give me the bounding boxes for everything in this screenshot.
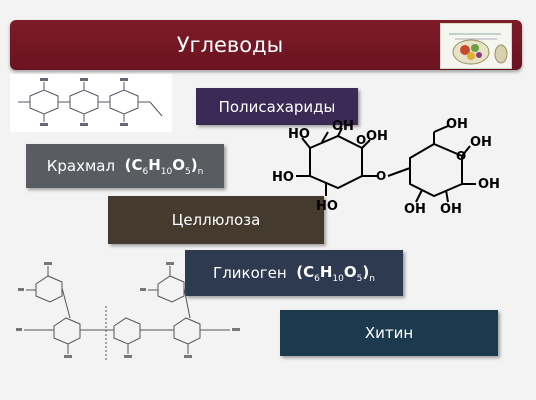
starch-label: Крахмал — [46, 157, 116, 175]
starch-box: Крахмал (C6H10O5)n — [26, 144, 224, 188]
food-plate-icon — [449, 33, 508, 65]
label-oh-7: OH — [404, 202, 426, 214]
label-oh-2: OH — [366, 129, 388, 144]
bridge-oxygen: O — [376, 169, 386, 183]
label-ho-3: HO — [316, 199, 338, 214]
polysaccharides-label: Полисахариды — [218, 97, 336, 116]
starch-formula: (C6H10O5)n — [124, 155, 204, 177]
glycogen-box: Гликоген (C6H10O5)n — [185, 250, 403, 296]
branched-polysaccharide-structure — [16, 262, 240, 360]
chitin-box: Хитин — [280, 310, 498, 356]
cellulose-label: Целлюлоза — [171, 211, 261, 229]
glycogen-label: Гликоген — [213, 264, 287, 282]
glycogen-formula: (C6H10O5)n — [296, 262, 375, 284]
label-oh-5: OH — [478, 177, 500, 192]
ring-oxygen-1: O — [356, 133, 366, 147]
ring-oxygen-2: O — [456, 149, 466, 163]
label-oh-3: OH — [446, 118, 468, 132]
cellulose-box: Целлюлоза — [108, 196, 324, 244]
label-oh-6: OH — [440, 202, 462, 214]
linear-polysaccharide-structure — [10, 74, 172, 132]
chitin-label: Хитин — [364, 324, 414, 342]
label-ho-2: HO — [272, 170, 294, 185]
label-oh-1: OH — [332, 119, 354, 134]
polysaccharides-box: Полисахариды — [196, 88, 358, 125]
label-ho-1: HO — [288, 127, 310, 142]
label-oh-4: OH — [470, 135, 492, 150]
page-title: Углеводы — [176, 33, 284, 57]
disaccharide-structure: HO OH OH HO HO OH OH OH OH OH O O O — [272, 118, 500, 214]
title-bar: Углеводы — [10, 20, 522, 70]
thumbnail-image — [440, 23, 512, 69]
